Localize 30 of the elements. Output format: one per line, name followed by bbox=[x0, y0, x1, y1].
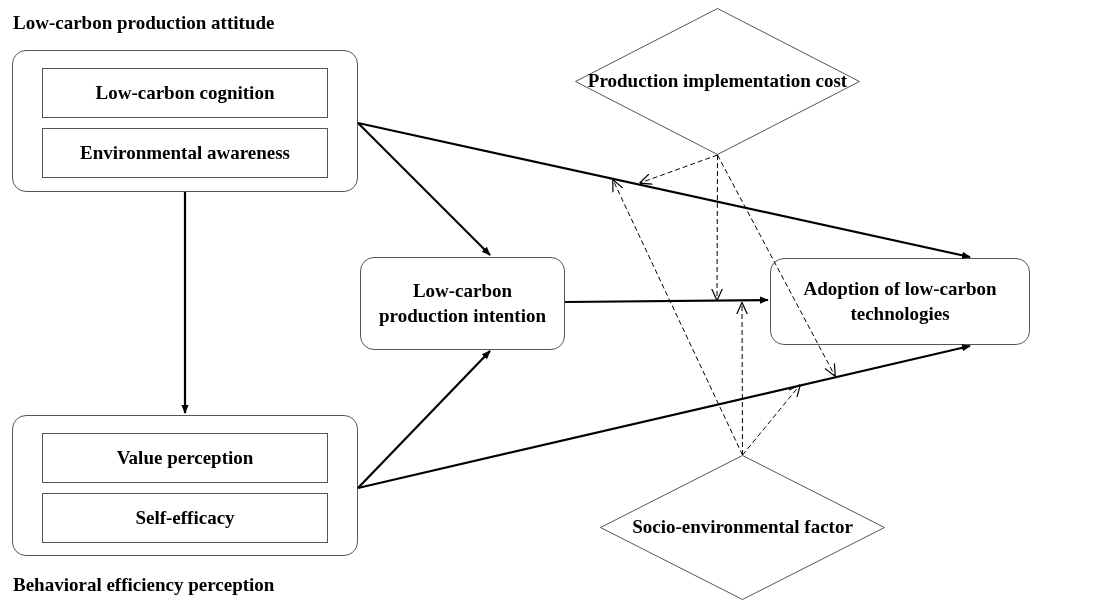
node-label: Value perception bbox=[116, 445, 254, 470]
process-box bbox=[360, 257, 565, 350]
process-box bbox=[770, 258, 1030, 345]
node-label: Environmental awareness bbox=[80, 140, 290, 165]
factor-box bbox=[42, 128, 328, 178]
node-label: Low-carbon production attitude bbox=[13, 11, 275, 35]
moderating-arrow bbox=[736, 301, 749, 456]
moderating-arrow bbox=[638, 154, 718, 185]
decision-diamond bbox=[575, 8, 860, 155]
node-label: Behavioral efficiency perception bbox=[13, 572, 275, 597]
factor-box bbox=[42, 493, 328, 543]
moderating-arrow bbox=[742, 383, 801, 456]
moderating-arrow bbox=[717, 154, 836, 378]
arrow bbox=[565, 296, 769, 304]
moderating-arrow bbox=[711, 154, 724, 302]
node-label: Socio-environmental factor bbox=[632, 515, 853, 540]
arrow bbox=[357, 344, 971, 490]
arrow bbox=[357, 350, 491, 489]
node-label: Adoption of low-carbon technologies bbox=[802, 276, 998, 326]
node-label: Self-efficacy bbox=[135, 505, 235, 530]
node-label: Low-carbon cognition bbox=[95, 80, 275, 105]
arrow bbox=[181, 192, 189, 414]
factor-box bbox=[42, 68, 328, 118]
arrow bbox=[357, 122, 491, 256]
node-label: Production implementation cost bbox=[587, 69, 848, 94]
factor-box bbox=[42, 433, 328, 483]
node-label: Low-carbon production intention bbox=[378, 278, 547, 328]
decision-diamond bbox=[600, 455, 885, 600]
arrow bbox=[357, 121, 971, 259]
moderating-arrow bbox=[612, 178, 743, 456]
